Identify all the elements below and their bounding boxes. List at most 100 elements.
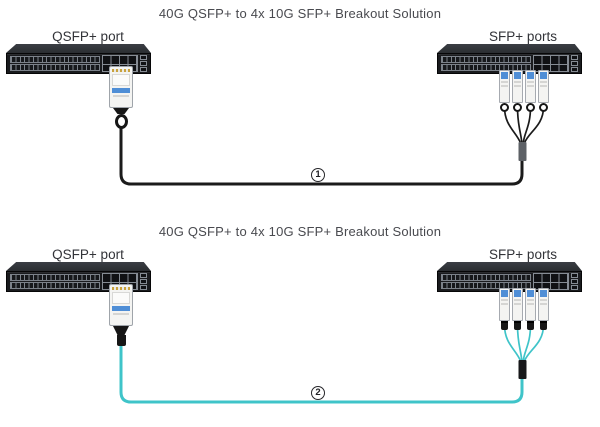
sfp-module-body [525, 70, 536, 103]
sfp-ports-label: SFP+ ports [489, 29, 557, 44]
qsfp-port-label: QSFP+ port [52, 247, 124, 262]
sfp-detail-line [501, 303, 508, 305]
sfp-cable-boot [539, 103, 548, 112]
mgmt-slot-block [571, 273, 578, 290]
cable-number-marker: 1 [311, 168, 325, 182]
mgmt-slot-block [571, 55, 578, 72]
sfp-detail-line [540, 299, 547, 301]
sfp-module-body [512, 288, 523, 321]
sfp-ports-label: SFP+ ports [489, 247, 557, 262]
port-row [10, 282, 100, 289]
sfp-detail-line [527, 85, 534, 87]
diagram-title: 40G QSFP+ to 4x 10G SFP+ Breakout Soluti… [158, 224, 442, 239]
qsfp-cable-boot [114, 114, 128, 129]
switch-top-face [437, 262, 582, 271]
sfp-blue-stripe [514, 72, 521, 79]
port-row [10, 56, 100, 63]
mgmt-slot [571, 285, 578, 290]
sfp-detail-line [501, 299, 508, 301]
switch-front-panel [437, 53, 582, 74]
port-row [441, 56, 531, 63]
sfp-transceiver [512, 70, 523, 112]
qsfp-strain-relief [113, 108, 129, 114]
sfp-detail-line [514, 299, 521, 301]
sfp-detail-line [540, 81, 547, 83]
sfp-detail-line [514, 303, 521, 305]
qsfp-blue-stripe [112, 88, 130, 93]
breakout-splitter [518, 360, 527, 379]
sfp-module-body [499, 70, 510, 103]
sfp-transceiver [499, 70, 510, 112]
small-port-block [10, 274, 100, 289]
sfp-transceiver [538, 70, 549, 112]
qsfp-port-block [533, 55, 569, 72]
breakout-trunk-cable [119, 116, 524, 186]
qsfp-detail-line [113, 313, 129, 315]
qsfp-blue-stripe [112, 306, 130, 311]
cable-number-marker: 2 [311, 386, 325, 400]
port-row [441, 274, 531, 281]
sfp-transceiver [538, 288, 549, 330]
qsfp-port-block [533, 273, 569, 290]
port-row [441, 64, 531, 71]
sfp-blue-stripe [540, 72, 547, 79]
sfp-transceiver-group [499, 288, 549, 330]
small-port-block [441, 56, 531, 71]
diagram-title: 40G QSFP+ to 4x 10G SFP+ Breakout Soluti… [158, 6, 442, 21]
sfp-blue-stripe [501, 72, 508, 79]
mgmt-slot [571, 55, 578, 60]
qsfp-transceiver [109, 284, 133, 346]
sfp-cable-boot [527, 321, 534, 330]
sfp-detail-line [527, 303, 534, 305]
port-row [441, 282, 531, 289]
sfp-transceiver-group [499, 70, 549, 112]
qsfp-contacts [112, 287, 130, 290]
qsfp-label [112, 74, 130, 86]
sfp-blue-stripe [527, 290, 534, 297]
sfp-detail-line [501, 85, 508, 87]
sfp-module-body [512, 70, 523, 103]
sfp-detail-line [514, 85, 521, 87]
mgmt-slot [140, 67, 147, 72]
qsfp-detail-line [113, 95, 129, 97]
sfp-module-body [499, 288, 510, 321]
mgmt-slot [571, 279, 578, 284]
sfp-blue-stripe [501, 290, 508, 297]
sfp-detail-line [540, 85, 547, 87]
sfp-blue-stripe [527, 72, 534, 79]
sfp-module-body [525, 288, 536, 321]
qsfp-module-body [109, 66, 133, 108]
sfp-cable-boot [501, 321, 508, 330]
sfp-transceiver [525, 70, 536, 112]
sfp-cable-boot [514, 321, 521, 330]
sfp-module-body [538, 70, 549, 103]
port-row [10, 274, 100, 281]
mgmt-slot-block [140, 273, 147, 290]
sfp-cable-boot [500, 103, 509, 112]
sfp-module-body [538, 288, 549, 321]
mgmt-slot [140, 279, 147, 284]
mgmt-slot [571, 61, 578, 66]
sfp-transceiver [525, 288, 536, 330]
sfp-blue-stripe [540, 290, 547, 297]
small-port-block [10, 56, 100, 71]
switch-right [437, 262, 582, 292]
sfp-transceiver [512, 288, 523, 330]
mgmt-slot [140, 55, 147, 60]
sfp-cable-boot [513, 103, 522, 112]
diagram-dac-breakout: 40G QSFP+ to 4x 10G SFP+ Breakout Soluti… [0, 4, 600, 209]
sfp-cable-boot [526, 103, 535, 112]
breakout-splitter [518, 142, 527, 161]
sfp-cable-boot [540, 321, 547, 330]
qsfp-label [112, 292, 130, 304]
mgmt-slot [140, 61, 147, 66]
sfp-detail-line [527, 81, 534, 83]
qsfp-transceiver [109, 66, 133, 129]
qsfp-port-label: QSFP+ port [52, 29, 124, 44]
sfp-detail-line [540, 303, 547, 305]
qsfp-module-body [109, 284, 133, 326]
small-port-block [441, 274, 531, 289]
sfp-detail-line [501, 81, 508, 83]
switch-front-panel [437, 271, 582, 292]
switch-top-face [6, 262, 151, 271]
